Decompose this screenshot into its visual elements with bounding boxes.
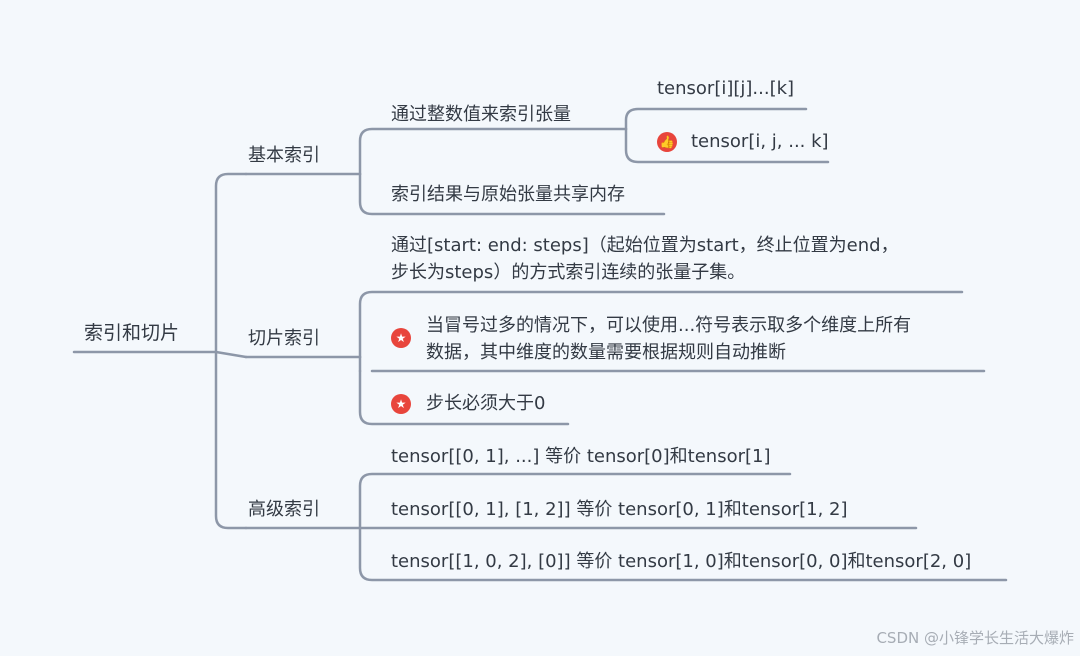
node-advanced-3: tensor[[1, 0, 2], [0]] 等价 tensor[1, 0]和t… xyxy=(391,551,972,572)
node-integer-index: 通过整数值来索引张量 xyxy=(391,104,571,125)
star-icon: ★ xyxy=(391,328,411,348)
connector-root-slice xyxy=(214,350,248,359)
node-ellipsis-line1: 当冒号过多的情况下，可以使用...符号表示取多个维度上所有 xyxy=(426,315,912,336)
connector-slice-step-positive xyxy=(358,369,570,426)
root-topic: 索引和切片 xyxy=(84,322,180,344)
thumbs-up-icon: 👍 xyxy=(657,132,677,152)
node-step-positive: 步长必须大于0 xyxy=(426,393,546,414)
node-shared-memory: 索引结果与原始张量共享内存 xyxy=(391,184,625,205)
node-steps-line2: 步长为steps）的方式索引连续的张量子集。 xyxy=(391,262,746,283)
node-advanced-2: tensor[[0, 1], [1, 2]] 等价 tensor[0, 1]和t… xyxy=(391,499,848,520)
connector-slice-steps xyxy=(358,290,964,359)
node-ellipsis-line2: 数据，其中维度的数量需要根据规则自动推断 xyxy=(426,342,786,363)
node-bracket-index: tensor[i][j]...[k] xyxy=(657,78,795,99)
connector-integer-bracket xyxy=(624,107,808,131)
node-advanced-1: tensor[[0, 1], ...] 等价 tensor[0]和tensor[… xyxy=(391,446,771,467)
connector-root-advanced xyxy=(214,350,248,530)
connector-advanced-3 xyxy=(358,526,1008,582)
connector-basic-share xyxy=(358,172,666,216)
connector-advanced-1 xyxy=(358,472,792,530)
branch-advanced-index: 高级索引 xyxy=(248,499,320,520)
connector-integer-comma xyxy=(624,127,830,164)
node-steps-line1: 通过[start: end: steps]（起始位置为start，终止位置为en… xyxy=(391,235,899,256)
watermark: CSDN @小锋学长生活大爆炸 xyxy=(876,629,1074,647)
branch-basic-index: 基本索引 xyxy=(248,145,320,166)
connector-root-basic xyxy=(214,172,248,354)
branch-slice-index: 切片索引 xyxy=(248,328,320,349)
node-comma-index: tensor[i, j, ... k] xyxy=(691,131,829,152)
star-icon: ★ xyxy=(391,394,411,414)
connector-basic-integer xyxy=(358,127,628,176)
